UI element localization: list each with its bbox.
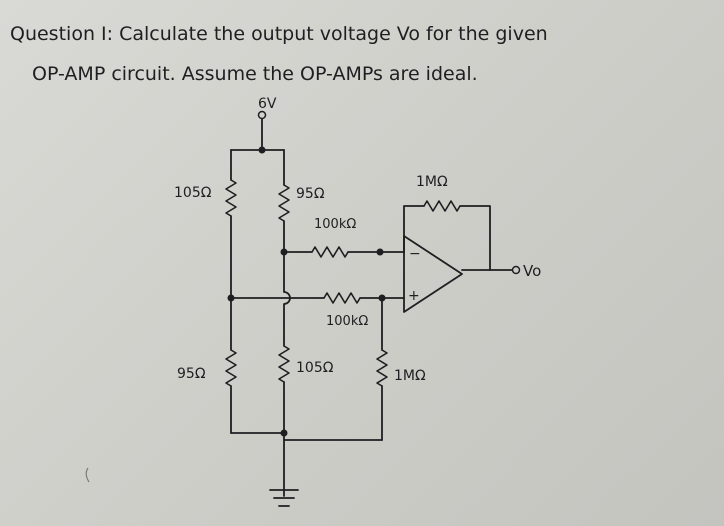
r-feedback-label: 1MΩ: [416, 174, 448, 190]
r-bottom-right-label: 105Ω: [296, 360, 334, 376]
resistor-100k-noninverting: [323, 292, 361, 304]
r-bottom-left-label: 95Ω: [177, 366, 206, 382]
feedback-wire-right: [459, 205, 491, 271]
question-line-2: OP-AMP circuit. Assume the OP-AMPs are i…: [32, 63, 478, 85]
resistor-95-top-right: [278, 184, 290, 222]
op-amp-minus-sign: −: [409, 246, 421, 262]
supply-voltage-label: 6V: [258, 96, 277, 112]
op-amp-plus-sign: +: [408, 288, 420, 304]
right-branch-wire-crossover: [283, 251, 291, 347]
r-ground-plus-label: 1MΩ: [394, 368, 426, 384]
output-terminal: [511, 265, 521, 275]
resistor-1m-feedback: [423, 200, 461, 212]
stray-pencil-mark: [85, 467, 90, 483]
resistor-95-bottom-left: [225, 349, 237, 387]
r-noninverting-input-label: 100kΩ: [326, 314, 368, 329]
output-label: Vo: [523, 262, 541, 280]
resistor-100k-inverting: [311, 246, 349, 258]
supply-terminal: [257, 110, 267, 120]
resistor-105-bottom-right: [278, 345, 290, 383]
resistor-1m-to-ground: [376, 349, 388, 387]
resistor-105-top-left: [225, 179, 237, 217]
r-top-right-label: 95Ω: [296, 186, 325, 202]
op-amp-triangle: [403, 235, 463, 313]
question-line-1: Question I: Calculate the output voltage…: [10, 23, 548, 45]
ground-icon: [269, 489, 299, 507]
r-top-left-label: 105Ω: [174, 185, 212, 201]
r-inverting-input-label: 100kΩ: [314, 217, 356, 232]
